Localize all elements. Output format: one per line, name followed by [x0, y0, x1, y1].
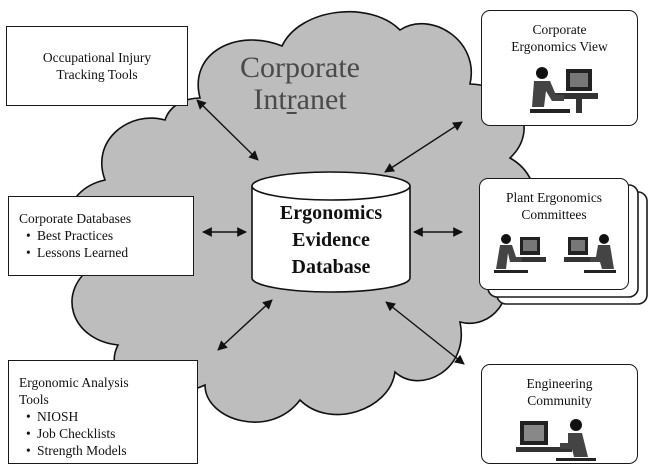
engineering-line2: Community: [527, 393, 592, 408]
arrow-engineering: [385, 301, 465, 365]
list-item: Best Practices: [19, 227, 193, 244]
analysis-title-line1: Ergonomic Analysis: [19, 375, 129, 390]
corporate-ergonomics-view-box: Corporate Ergonomics View: [481, 10, 638, 126]
plant-ergonomics-box: Plant Ergonomics Committees: [479, 178, 629, 290]
database-label: Ergonomics Evidence Database: [252, 200, 410, 281]
person-at-computer-icon: [516, 419, 596, 461]
connector-arrows: [196, 99, 465, 365]
arrow-corporate-view: [384, 121, 463, 173]
corporate-view-line1: Corporate: [532, 22, 587, 37]
list-item: Job Checklists: [19, 425, 197, 442]
injury-box-line2: Tracking Tools: [56, 67, 138, 82]
ergonomic-analysis-box: Ergonomic Analysis Tools NIOSH Job Check…: [8, 360, 198, 464]
cloud-title: Corporate Intranet: [220, 52, 380, 116]
plant-line2: Committees: [521, 207, 587, 222]
database-label-line1: Ergonomics: [279, 202, 383, 224]
person-at-computer-icon: [530, 67, 598, 113]
corporate-view-line2: Ergonomics View: [511, 39, 608, 54]
cloud-title-line1: Corporate: [240, 51, 360, 84]
database-label-line2: Evidence: [292, 229, 370, 251]
person-at-computer-icon: [494, 234, 546, 273]
engineering-community-box: Engineering Community: [481, 364, 638, 464]
list-item: NIOSH: [19, 408, 197, 425]
list-item: Lessons Learned: [19, 244, 193, 261]
database-label-line3: Database: [291, 256, 371, 278]
analysis-list: NIOSH Job Checklists Strength Models: [19, 408, 197, 459]
database-cylinder: [251, 171, 411, 293]
corporate-databases-list: Best Practices Lessons Learned: [19, 227, 193, 261]
corporate-databases-box: Corporate Databases Best Practices Lesso…: [8, 196, 194, 276]
plant-line1: Plant Ergonomics: [505, 190, 603, 205]
corporate-databases-title: Corporate Databases: [19, 211, 132, 226]
person-at-computer-icon: [564, 234, 616, 273]
engineering-line1: Engineering: [526, 376, 593, 391]
list-item: Strength Models: [19, 442, 197, 459]
injury-box-line1: Occupational Injury: [42, 50, 152, 65]
injury-tracking-box: Occupational Injury Tracking Tools: [6, 26, 188, 106]
cloud-title-line2: Intranet: [253, 83, 347, 116]
analysis-title-line2: Tools: [19, 392, 49, 407]
arrow-analysis: [217, 299, 273, 351]
arrow-injury: [196, 99, 259, 161]
